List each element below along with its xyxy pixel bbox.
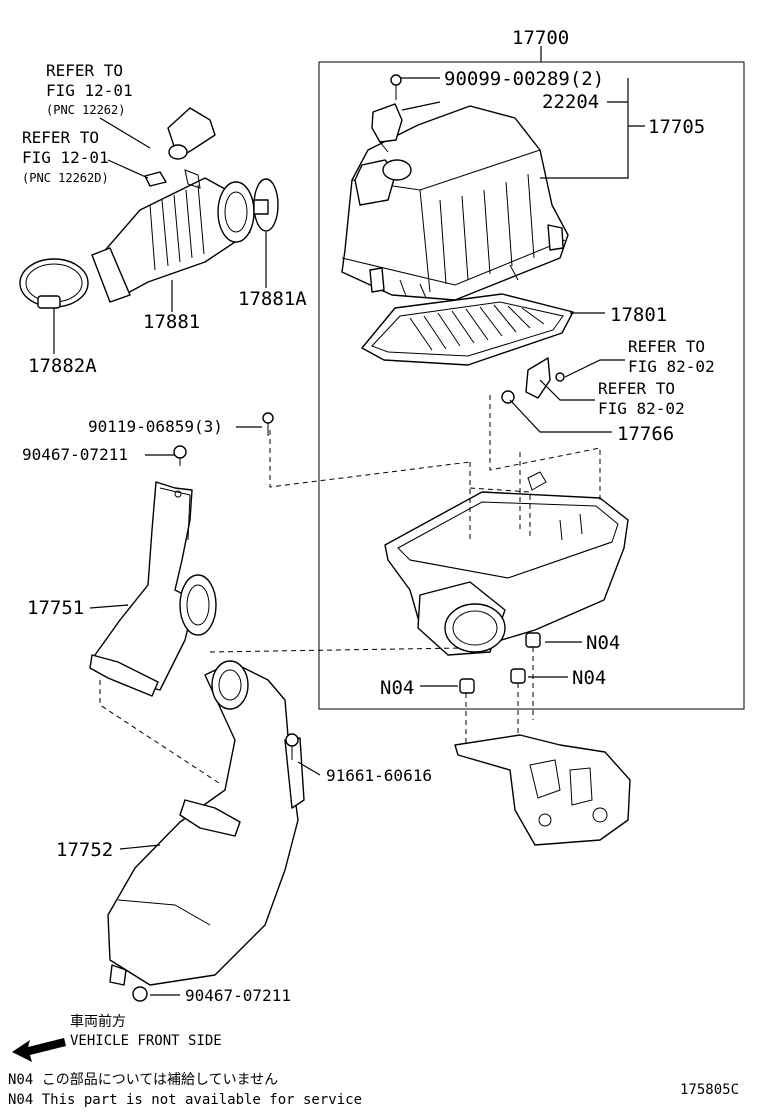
filter-element[interactable] xyxy=(361,293,574,366)
label-grommet-a: 90467-07211 xyxy=(22,445,128,464)
label-n04-a: N04 xyxy=(586,632,620,654)
label-grommet-b: 90467-07211 xyxy=(185,986,291,1005)
mounting-bracket[interactable] xyxy=(454,734,631,846)
label-n04-c: N04 xyxy=(380,677,414,699)
refer-2-line1: REFER TO xyxy=(22,128,99,147)
grommet-n04-a[interactable] xyxy=(525,632,541,648)
grommet-n04-b[interactable] xyxy=(510,668,526,684)
refer-1-line1: REFER TO xyxy=(46,61,123,80)
grommet-n04-c[interactable] xyxy=(459,678,475,694)
refer-4-line1: REFER TO xyxy=(598,379,675,398)
label-hose: 17881 xyxy=(143,311,200,333)
sheet-id: 175805C xyxy=(680,1082,739,1098)
refer-3-line2: FIG 82-02 xyxy=(628,357,715,376)
leader-lines xyxy=(53,77,645,996)
referenced-hose-upper xyxy=(167,107,216,160)
bolt-lower[interactable] xyxy=(285,733,299,760)
label-bolt-mid: 90119-06859(3) xyxy=(88,417,223,436)
clamp-band[interactable] xyxy=(19,258,89,309)
note-en: N04 This part is not available for servi… xyxy=(8,1092,362,1108)
label-inlet-upper: 17751 xyxy=(27,597,84,619)
front-label-jp: 車両前方 xyxy=(70,1013,126,1030)
label-bracket: 17766 xyxy=(617,423,674,445)
alignment-lines-inlet xyxy=(99,647,463,786)
refer-2-line3: (PNC 12262D) xyxy=(22,171,109,185)
alignment-lines-mount xyxy=(465,647,534,745)
grommet-lower[interactable] xyxy=(132,986,148,1002)
label-bolt-top: 90099-00289(2) xyxy=(444,68,604,90)
hose-clamp[interactable] xyxy=(253,178,279,232)
label-hose-clamp: 17881A xyxy=(238,288,307,310)
referenced-clip xyxy=(144,171,167,187)
note-jp: N04 この部品については補給していません xyxy=(8,1072,278,1088)
label-cap: 17705 xyxy=(648,116,705,138)
air-cleaner-case[interactable] xyxy=(384,471,629,656)
label-filter: 17801 xyxy=(610,304,667,326)
label-n04-b: N04 xyxy=(572,667,606,689)
bolt-mid[interactable] xyxy=(262,412,274,436)
air-inlet-lower[interactable] xyxy=(107,660,305,986)
air-cleaner-cap[interactable] xyxy=(341,105,569,301)
refer-3-line1: REFER TO xyxy=(628,337,705,356)
air-inlet-upper[interactable] xyxy=(89,481,217,697)
label-assy: 17700 xyxy=(512,27,569,49)
front-arrow xyxy=(12,1038,66,1062)
bracket[interactable] xyxy=(501,357,565,404)
screw-top[interactable] xyxy=(390,74,402,100)
refer-1-line3: (PNC 12262) xyxy=(46,103,125,117)
refer-1-line2: FIG 12-01 xyxy=(46,81,133,100)
alignment-lines-case xyxy=(269,395,601,540)
label-inlet-lower: 17752 xyxy=(56,839,113,861)
label-bolt-lower: 91661-60616 xyxy=(326,766,432,785)
refer-4-line2: FIG 82-02 xyxy=(598,399,685,418)
label-sensor: 22204 xyxy=(542,91,599,113)
front-label-en: VEHICLE FRONT SIDE xyxy=(70,1033,222,1049)
grommet-upper[interactable] xyxy=(173,445,187,466)
refer-2-line2: FIG 12-01 xyxy=(22,148,109,167)
air-flow-sensor[interactable] xyxy=(371,103,403,153)
intake-hose[interactable] xyxy=(91,169,255,303)
assembly-frame xyxy=(318,61,745,710)
label-clamp: 17882A xyxy=(28,355,97,377)
